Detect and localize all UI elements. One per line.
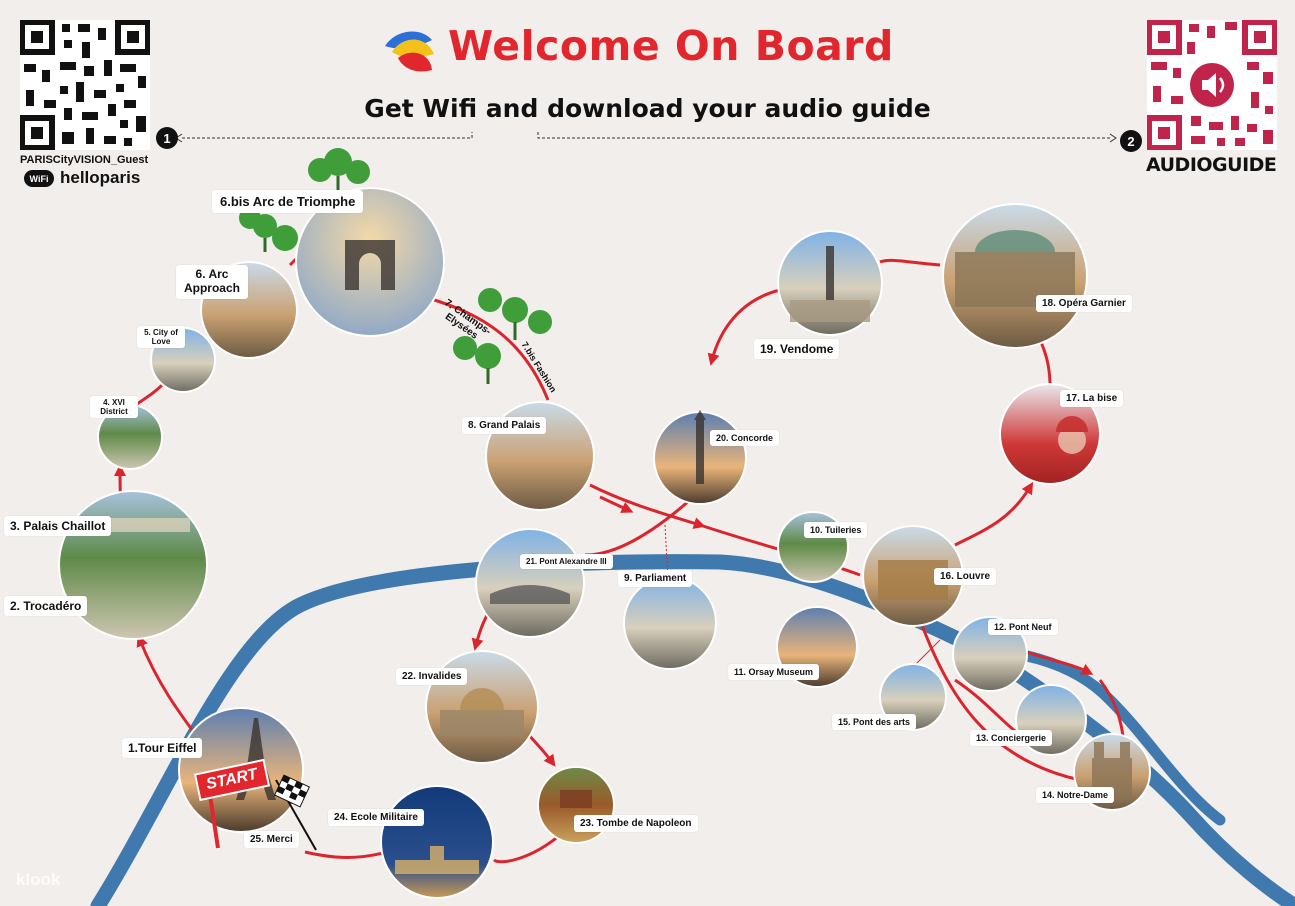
stop-label-trocadero[interactable]: 2. Trocadéro bbox=[4, 596, 88, 616]
finish-flag-icon bbox=[273, 774, 317, 851]
stop-label-pont-neuf[interactable]: 12. Pont Neuf bbox=[988, 619, 1058, 635]
stop-label-palais-chaillot[interactable]: 3. Palais Chaillot bbox=[4, 516, 112, 536]
audioguide-label: AUDIOGUIDE bbox=[1146, 154, 1277, 176]
audioguide-qr-code[interactable] bbox=[1146, 19, 1278, 151]
stop-label-notre-dame[interactable]: 14. Notre-Dame bbox=[1036, 787, 1115, 803]
stop-label-conciergerie[interactable]: 13. Conciergerie bbox=[970, 730, 1053, 746]
qr-pattern bbox=[19, 19, 151, 151]
stop-label-opera-garnier[interactable]: 18. Opéra Garnier bbox=[1036, 295, 1132, 312]
qr-pattern bbox=[1146, 19, 1278, 151]
instruction-lines bbox=[182, 132, 1110, 139]
arc-de-triomphe-icon bbox=[345, 240, 395, 290]
cathedral-icon bbox=[1092, 742, 1132, 798]
page-subtitle: Get Wifi and download your audio guide bbox=[364, 94, 931, 123]
wifi-ssid: PARISCityVISION_Guest bbox=[20, 154, 149, 166]
wifi-icon: WiFi bbox=[24, 170, 54, 187]
photo-parliament bbox=[623, 576, 717, 670]
stop-label-tombe-de-napoleon[interactable]: 23. Tombe de Napoleon bbox=[574, 815, 698, 832]
obelisk-icon bbox=[696, 420, 704, 484]
stop-label-pont-alexandre-iii[interactable]: 21. Pont Alexandre III bbox=[520, 554, 613, 569]
column-icon bbox=[826, 246, 834, 304]
step-badge-wifi: 1 bbox=[156, 127, 178, 149]
stop-label-arc-approach[interactable]: 6. Arc Approach bbox=[176, 265, 248, 299]
stop-label-tuileries[interactable]: 10. Tuileries bbox=[804, 522, 868, 538]
dome-icon bbox=[460, 688, 504, 710]
step-badge-audioguide: 2 bbox=[1120, 130, 1142, 152]
stop-label-invalides[interactable]: 22. Invalides bbox=[396, 668, 468, 685]
school-icon bbox=[395, 860, 479, 874]
photo-trocadero bbox=[58, 490, 208, 640]
stop-label-arc-de-triomphe[interactable]: 6.bis Arc de Triomphe bbox=[212, 190, 364, 213]
stop-label-parliament[interactable]: 9. Parliament bbox=[618, 570, 693, 587]
photo-pont-alexandre bbox=[475, 528, 585, 638]
brand-logo-icon bbox=[385, 31, 434, 72]
stop-label-louvre[interactable]: 16. Louvre bbox=[934, 568, 997, 585]
seine-river bbox=[90, 554, 1295, 906]
stop-label-city-of-love[interactable]: 5. City of Love bbox=[137, 326, 185, 349]
kiss-icon bbox=[1058, 426, 1086, 454]
watermark: klook bbox=[16, 870, 61, 889]
photo-arc-de-triomphe bbox=[295, 187, 445, 337]
photo-pont-des-arts bbox=[879, 663, 947, 731]
bridge-icon bbox=[490, 585, 570, 604]
stop-label-pont-des-arts[interactable]: 15. Pont des arts bbox=[832, 714, 917, 730]
wifi-qr-code[interactable] bbox=[19, 19, 151, 151]
stop-label-concorde[interactable]: 20. Concorde bbox=[710, 430, 780, 446]
stop-label-orsay-museum[interactable]: 11. Orsay Museum bbox=[728, 664, 820, 680]
stop-label-vendome[interactable]: 19. Vendome bbox=[754, 339, 840, 359]
stop-label-merci[interactable]: 25. Merci bbox=[244, 831, 299, 848]
page-title: Welcome On Board bbox=[448, 22, 894, 70]
stop-label-xvi-district[interactable]: 4. XVI District bbox=[90, 396, 138, 419]
photo-ecole-militaire bbox=[380, 785, 494, 899]
wifi-password: helloparis bbox=[60, 168, 141, 187]
stop-label-grand-palais[interactable]: 8. Grand Palais bbox=[462, 417, 547, 434]
photo-pont-neuf bbox=[952, 616, 1028, 692]
stop-label-ecole-militaire[interactable]: 24. Ecole Militaire bbox=[328, 809, 424, 826]
stop-label-la-bise[interactable]: 17. La bise bbox=[1060, 390, 1124, 407]
photo-la-bise bbox=[999, 383, 1101, 485]
tomb-icon bbox=[560, 790, 592, 808]
stop-label-tour-eiffel[interactable]: 1.Tour Eiffel bbox=[122, 738, 203, 758]
